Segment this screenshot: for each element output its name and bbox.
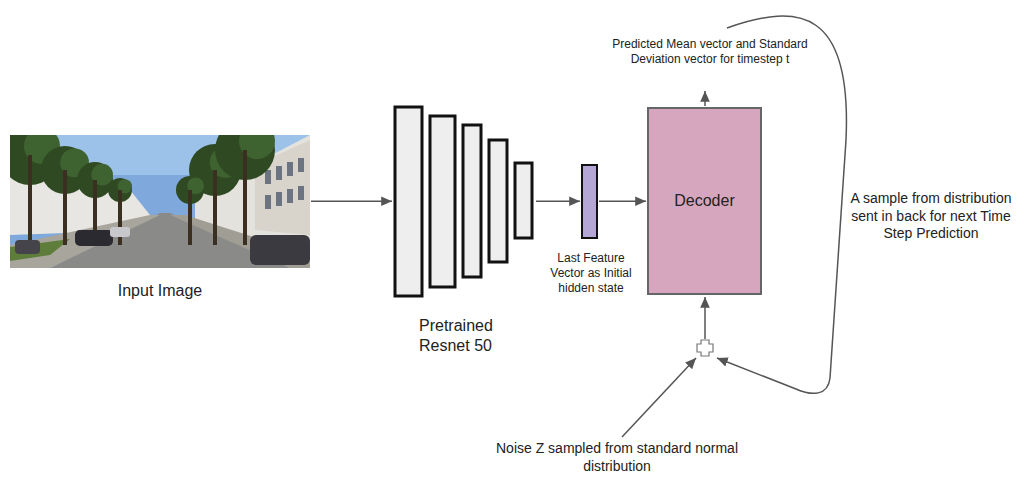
decoder-box: Decoder xyxy=(647,107,762,295)
resnet-layers xyxy=(393,104,535,298)
node-caption: Last Feature Vector as Initial hidden st… xyxy=(541,251,641,296)
noise-label: Noise Z sampled from standard normal dis… xyxy=(487,440,747,475)
output-label: Predicted Mean vector and Standard Devia… xyxy=(600,37,820,67)
output-arrow xyxy=(704,91,706,106)
noise-arrow xyxy=(622,358,696,437)
input-image: Input Image xyxy=(10,135,310,268)
feature-vector: Last Feature Vector as Initial hidden st… xyxy=(581,164,598,239)
feedback-label: A sample from distribution sent in back … xyxy=(843,190,1019,243)
flow-arrow xyxy=(536,201,580,203)
sum-to-decoder-arrow xyxy=(704,297,706,339)
node-caption: Input Image xyxy=(10,281,310,301)
resnet-block: Pretrained Resnet 50 xyxy=(393,104,535,298)
flow-arrow xyxy=(599,201,646,203)
street-photo xyxy=(10,135,310,268)
sum-symbol xyxy=(697,340,713,356)
node-caption: Pretrained Resnet 50 xyxy=(419,316,539,356)
flow-arrow xyxy=(311,201,392,203)
node-title: Decoder xyxy=(670,188,738,214)
